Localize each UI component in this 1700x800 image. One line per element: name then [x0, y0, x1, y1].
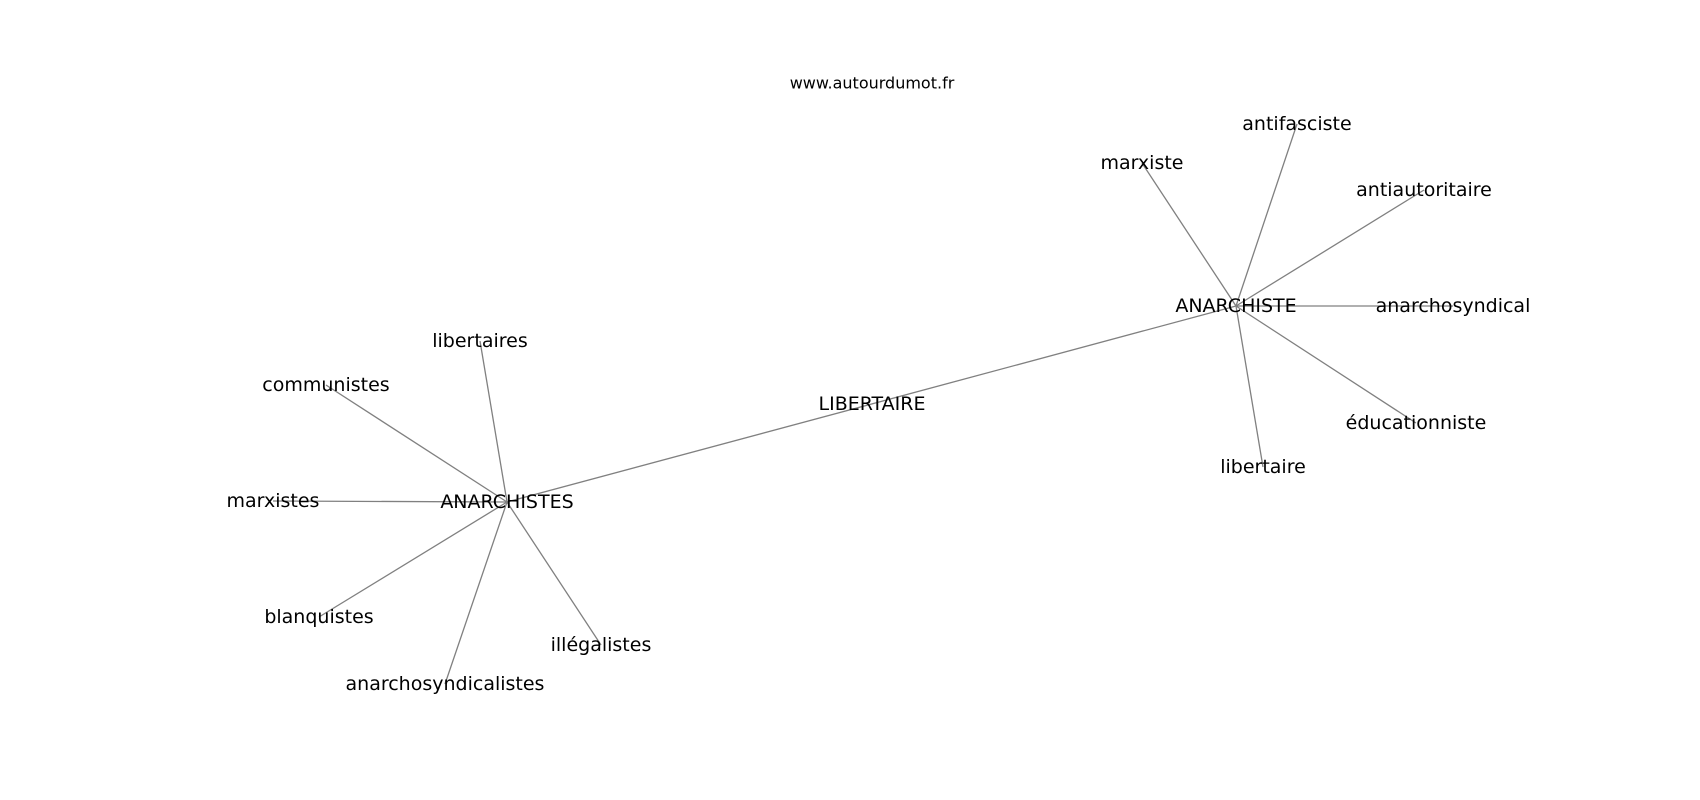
edge-anarchistes-blanquistes [318, 501, 508, 618]
edge-anarchistes-anarchiste [506, 305, 1237, 503]
node-label-marxiste: marxiste [1100, 152, 1183, 174]
node-label-libertaire_center: LIBERTAIRE [819, 393, 926, 415]
edge-anarchistes-marxistes [272, 500, 508, 503]
node-label-anarchiste: ANARCHISTE [1175, 295, 1296, 317]
node-label-communistes: communistes [262, 374, 389, 396]
edge-anarchistes-anarchosyndicalistes [444, 501, 508, 685]
edge-anarchiste-marxiste [1141, 162, 1237, 307]
watermark-text: www.autourdumot.fr [790, 74, 955, 93]
node-label-illegalistes: illégalistes [551, 634, 652, 656]
edge-anarchistes-illegalistes [506, 501, 602, 646]
edges-layer [272, 123, 1453, 685]
node-label-libertaire: libertaire [1220, 456, 1306, 478]
node-label-marxistes: marxistes [227, 490, 320, 512]
edge-anarchistes-communistes [325, 384, 508, 503]
node-label-blanquistes: blanquistes [264, 606, 373, 628]
node-label-anarchosyndical: anarchosyndical [1376, 295, 1531, 317]
edge-anarchiste-antifasciste [1235, 123, 1298, 307]
edge-anarchiste-educationniste [1235, 305, 1417, 424]
node-label-antiautoritaire: antiautoritaire [1356, 179, 1492, 201]
node-label-libertaires: libertaires [432, 330, 527, 352]
node-label-antifasciste: antifasciste [1242, 113, 1351, 135]
edge-anarchiste-libertaire [1235, 305, 1264, 468]
edge-anarchistes-libertaires [479, 340, 508, 503]
nodes-layer: LIBERTAIRE ANARCHISTES ANARCHISTE libertair… [227, 113, 1531, 695]
node-label-educationniste: éducationniste [1346, 412, 1487, 434]
node-label-anarchistes: ANARCHISTES [440, 491, 573, 513]
edge-anarchiste-antiautoritaire [1235, 189, 1425, 307]
node-label-anarchosyndicalistes: anarchosyndicalistes [346, 673, 545, 695]
